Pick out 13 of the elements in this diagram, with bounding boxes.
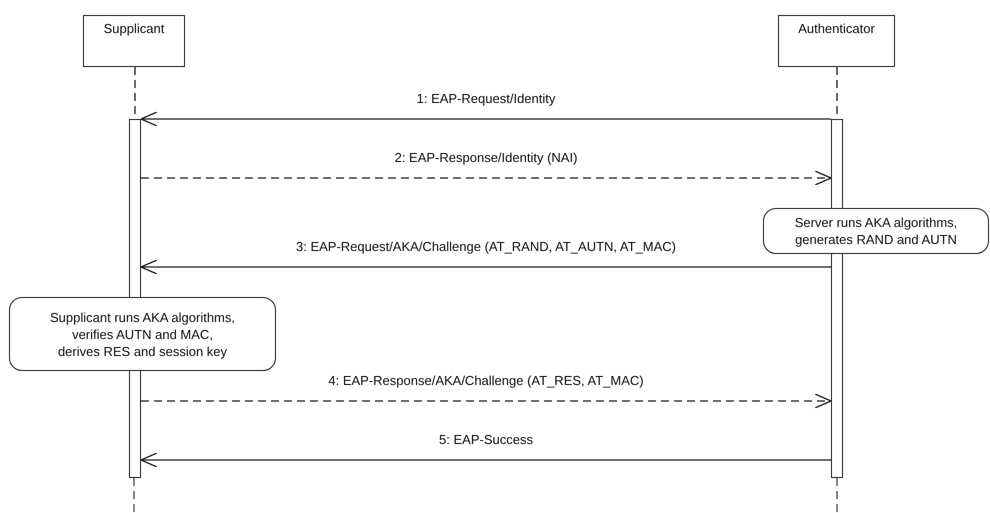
message-arrow [140,452,831,468]
note: Supplicant runs AKA algorithms, verifies AUTN and MAC, derives RES and session key [9,297,276,371]
message-arrow [141,393,832,409]
lifeline-header: Authenticator [778,15,895,67]
message-label: 4: EAP-Response/AKA/Challenge (AT_RES, AT_MAC) [326,373,646,389]
message-arrow [140,259,831,275]
message-label: 3: EAP-Request/AKA/Challenge (AT_RAND, AT_AUTN, AT_MAC) [294,239,678,255]
lifeline-header: Supplicant [83,15,185,67]
note: Server runs AKA algorithms, generates RAND and AUTN [763,208,989,254]
message-arrow [140,111,831,127]
message-label: 2: EAP-Response/Identity (NAI) [392,150,580,166]
message-arrow [141,170,832,186]
message-label: 1: EAP-Request/Identity [414,91,558,107]
